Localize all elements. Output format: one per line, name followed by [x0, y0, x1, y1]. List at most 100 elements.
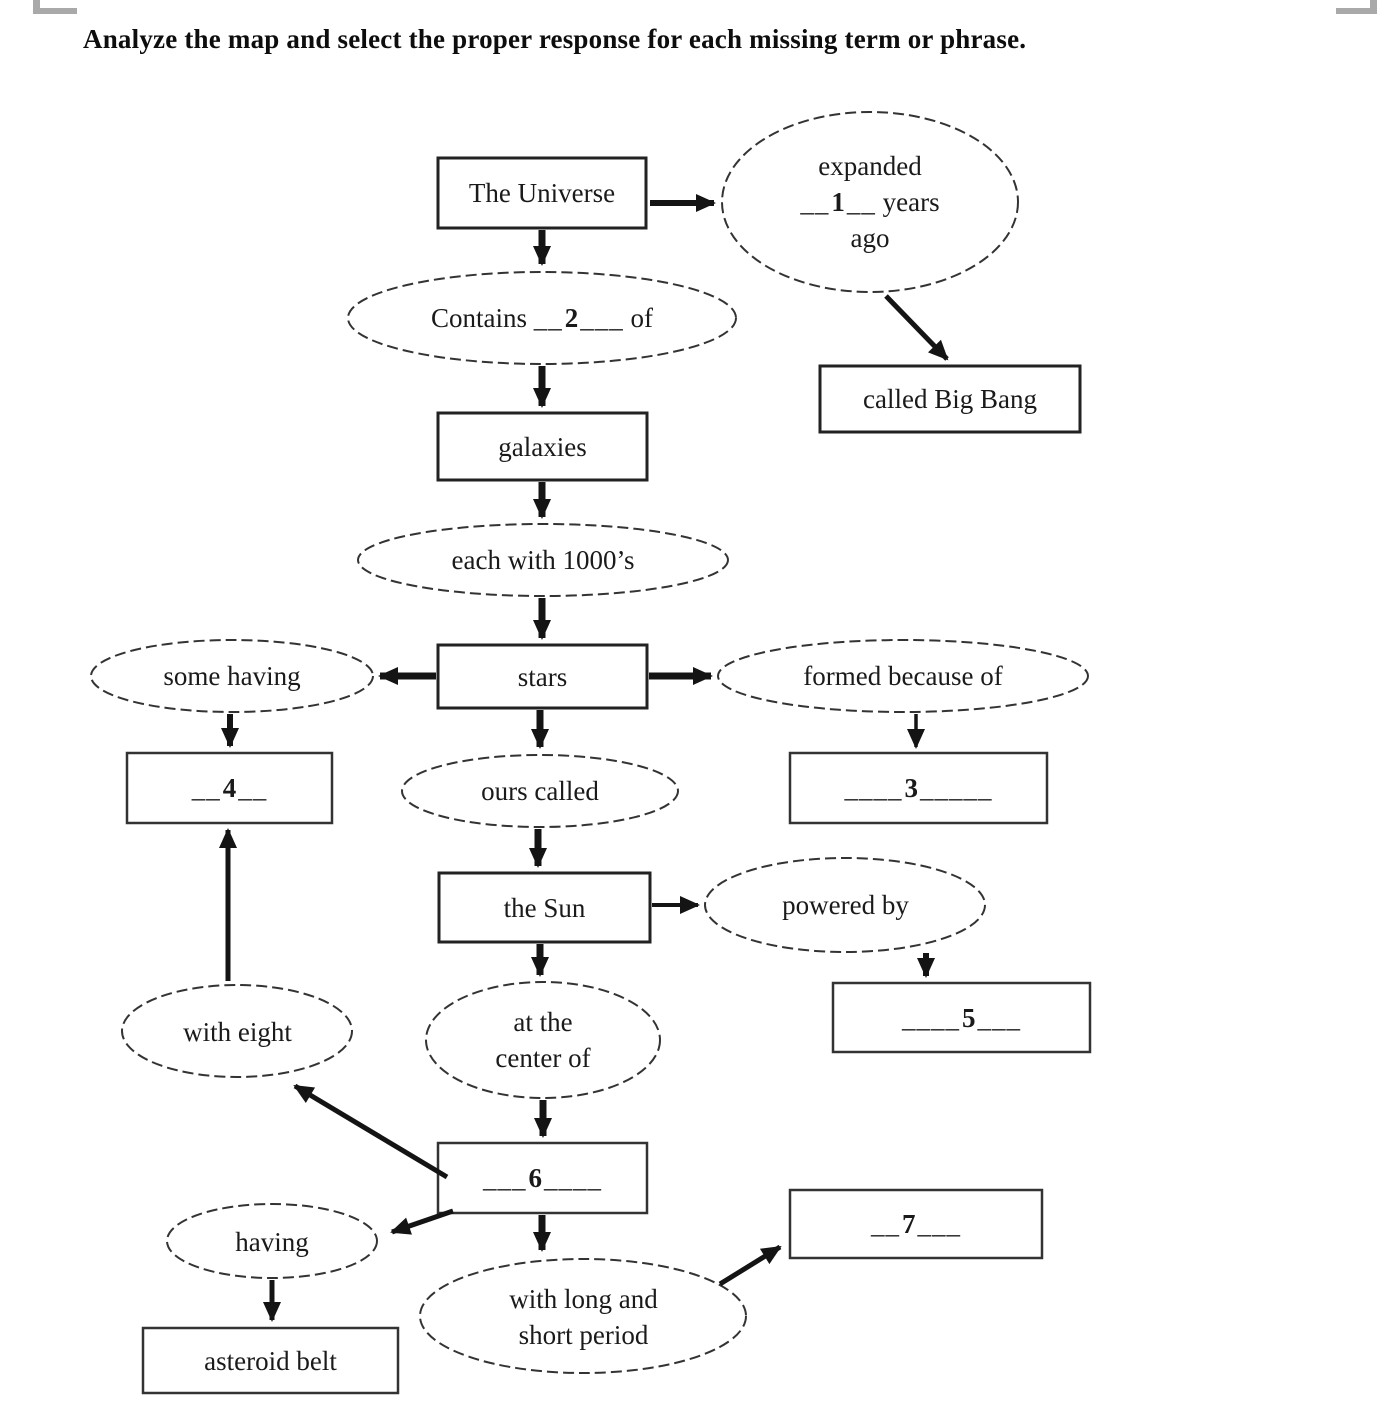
node-label: formed because of: [803, 661, 1003, 691]
node-label: ago: [850, 223, 890, 253]
node-with-eight: with eight: [122, 985, 353, 1078]
node-expanded-years-ago: expanded __1__ years ago: [722, 112, 1018, 292]
node-label: each with 1000’s: [451, 545, 635, 575]
longshort-ellipse-shape: [419, 1258, 747, 1374]
node-blank-3: ____3_____: [790, 753, 1047, 823]
node-the-universe: The Universe: [438, 158, 646, 228]
blank-underscore: __: [871, 1209, 900, 1239]
page-corner-mark-right: [1370, 0, 1377, 13]
node-label: at the: [513, 1007, 573, 1037]
node-label: stars: [517, 661, 568, 692]
blank-number: 7: [902, 1209, 916, 1239]
blank-underscore: __: [191, 773, 221, 803]
blank-underscore: ___: [580, 303, 624, 333]
page-corner-mark-left: [33, 0, 40, 13]
node-label: center of: [495, 1043, 591, 1073]
node-label: years: [875, 187, 940, 217]
each1000-ellipse-shape: [357, 523, 729, 597]
arrow-expanded-to-bigbang: [884, 294, 949, 361]
stars-box-shape: [436, 643, 649, 710]
page-title: Analyze the map and select the proper re…: [83, 24, 1027, 54]
node-label: The Universe: [468, 178, 616, 208]
node-label: some having: [163, 661, 301, 691]
node-shapes: [90, 111, 1092, 1395]
node-blank-5: ____5___: [833, 983, 1090, 1052]
node-each-with-1000s: each with 1000’s: [358, 524, 728, 596]
having-ellipse-shape: [166, 1203, 378, 1279]
node-label: the Sun: [503, 892, 586, 923]
blank-underscore: ___: [917, 1209, 961, 1239]
blank-underscore: ____: [544, 1163, 602, 1193]
node-blank-6: ___6____: [438, 1143, 647, 1213]
node-with-long-and-short-period: with long and short period: [420, 1260, 747, 1373]
node-label: with long and: [509, 1283, 658, 1314]
witheight-ellipse-shape: [121, 984, 353, 1078]
node-asteroid-belt: asteroid belt: [143, 1328, 398, 1393]
asteroid-box-shape: [141, 1326, 400, 1395]
blank7-box-shape: [788, 1188, 1044, 1260]
blank-underscore: ___: [977, 1002, 1021, 1033]
somehaving-ellipse-shape: [90, 639, 374, 713]
arrow-blank6-to-having: [390, 1208, 454, 1235]
poweredby-ellipse-shape: [704, 857, 986, 953]
node-blank-7: __7___: [790, 1190, 1042, 1258]
node-at-the-center-of: at the center of: [426, 982, 660, 1098]
universe-box-shape: [436, 156, 648, 230]
blank-underscore: ___: [483, 1163, 527, 1193]
blank-underscore: ____: [902, 1002, 960, 1033]
node-blank-4: __4__: [127, 753, 332, 823]
node-label: expanded: [818, 151, 922, 181]
blank-underscore: ____: [844, 773, 903, 803]
blank-number: 5: [962, 1002, 976, 1033]
blank-number: 2: [564, 303, 579, 333]
blank5-box-shape: [831, 981, 1092, 1054]
node-powered-by: powered by: [705, 858, 986, 952]
expanded-ellipse-shape: [721, 111, 1019, 293]
node-label: with eight: [183, 1016, 292, 1047]
node-called-big-bang: called Big Bang: [820, 366, 1080, 432]
node-label: galaxies: [498, 431, 587, 462]
node-label: having: [235, 1226, 309, 1257]
node-label: of: [623, 303, 654, 333]
node-galaxies: galaxies: [438, 413, 647, 480]
node-label: Contains: [430, 303, 534, 333]
node-label: asteroid belt: [204, 1345, 337, 1376]
contains-ellipse-shape: [347, 271, 737, 365]
node-ours-called: ours called: [402, 755, 678, 827]
blank-underscore: _____: [920, 773, 993, 803]
node-formed-because-of: formed because of: [718, 640, 1088, 712]
arrow-longshort-to-blank7: [718, 1244, 782, 1287]
page-corner-mark-right: [1336, 8, 1377, 14]
blank6-box-shape: [436, 1141, 649, 1215]
blank-number: 3: [904, 773, 919, 803]
node-contains-blank2-of: Contains __2___ of: [348, 272, 736, 364]
connector-arrows: [219, 194, 949, 1322]
node-label: short period: [518, 1319, 649, 1350]
ourscalled-ellipse-shape: [401, 754, 679, 828]
blank-number: 4: [222, 773, 237, 803]
formed-ellipse-shape: [717, 639, 1089, 713]
arrow-blank6-to-witheight: [293, 1083, 449, 1180]
blank-number: 6: [528, 1163, 543, 1193]
thesun-box-shape: [437, 871, 652, 944]
blank-underscore: __: [238, 773, 268, 803]
blank-number: 1: [831, 187, 845, 217]
bigbang-box-shape: [818, 364, 1082, 434]
node-label: ours called: [481, 776, 599, 806]
galaxies-box-shape: [436, 411, 649, 482]
node-label: called Big Bang: [863, 384, 1037, 414]
blank-underscore: __: [846, 187, 876, 217]
node-label: powered by: [782, 890, 909, 920]
blank-1: __1__ years: [800, 184, 939, 220]
blank3-box-shape: [788, 751, 1049, 825]
blank-underscore: __: [533, 303, 563, 333]
node-having: having: [167, 1205, 377, 1278]
blank-underscore: __: [800, 187, 830, 217]
node-the-sun: the Sun: [439, 873, 650, 942]
page-corner-mark-left: [33, 8, 77, 14]
node-some-having: some having: [91, 640, 373, 712]
atcenter-ellipse-shape: [425, 981, 661, 1099]
node-stars: stars: [438, 645, 647, 708]
